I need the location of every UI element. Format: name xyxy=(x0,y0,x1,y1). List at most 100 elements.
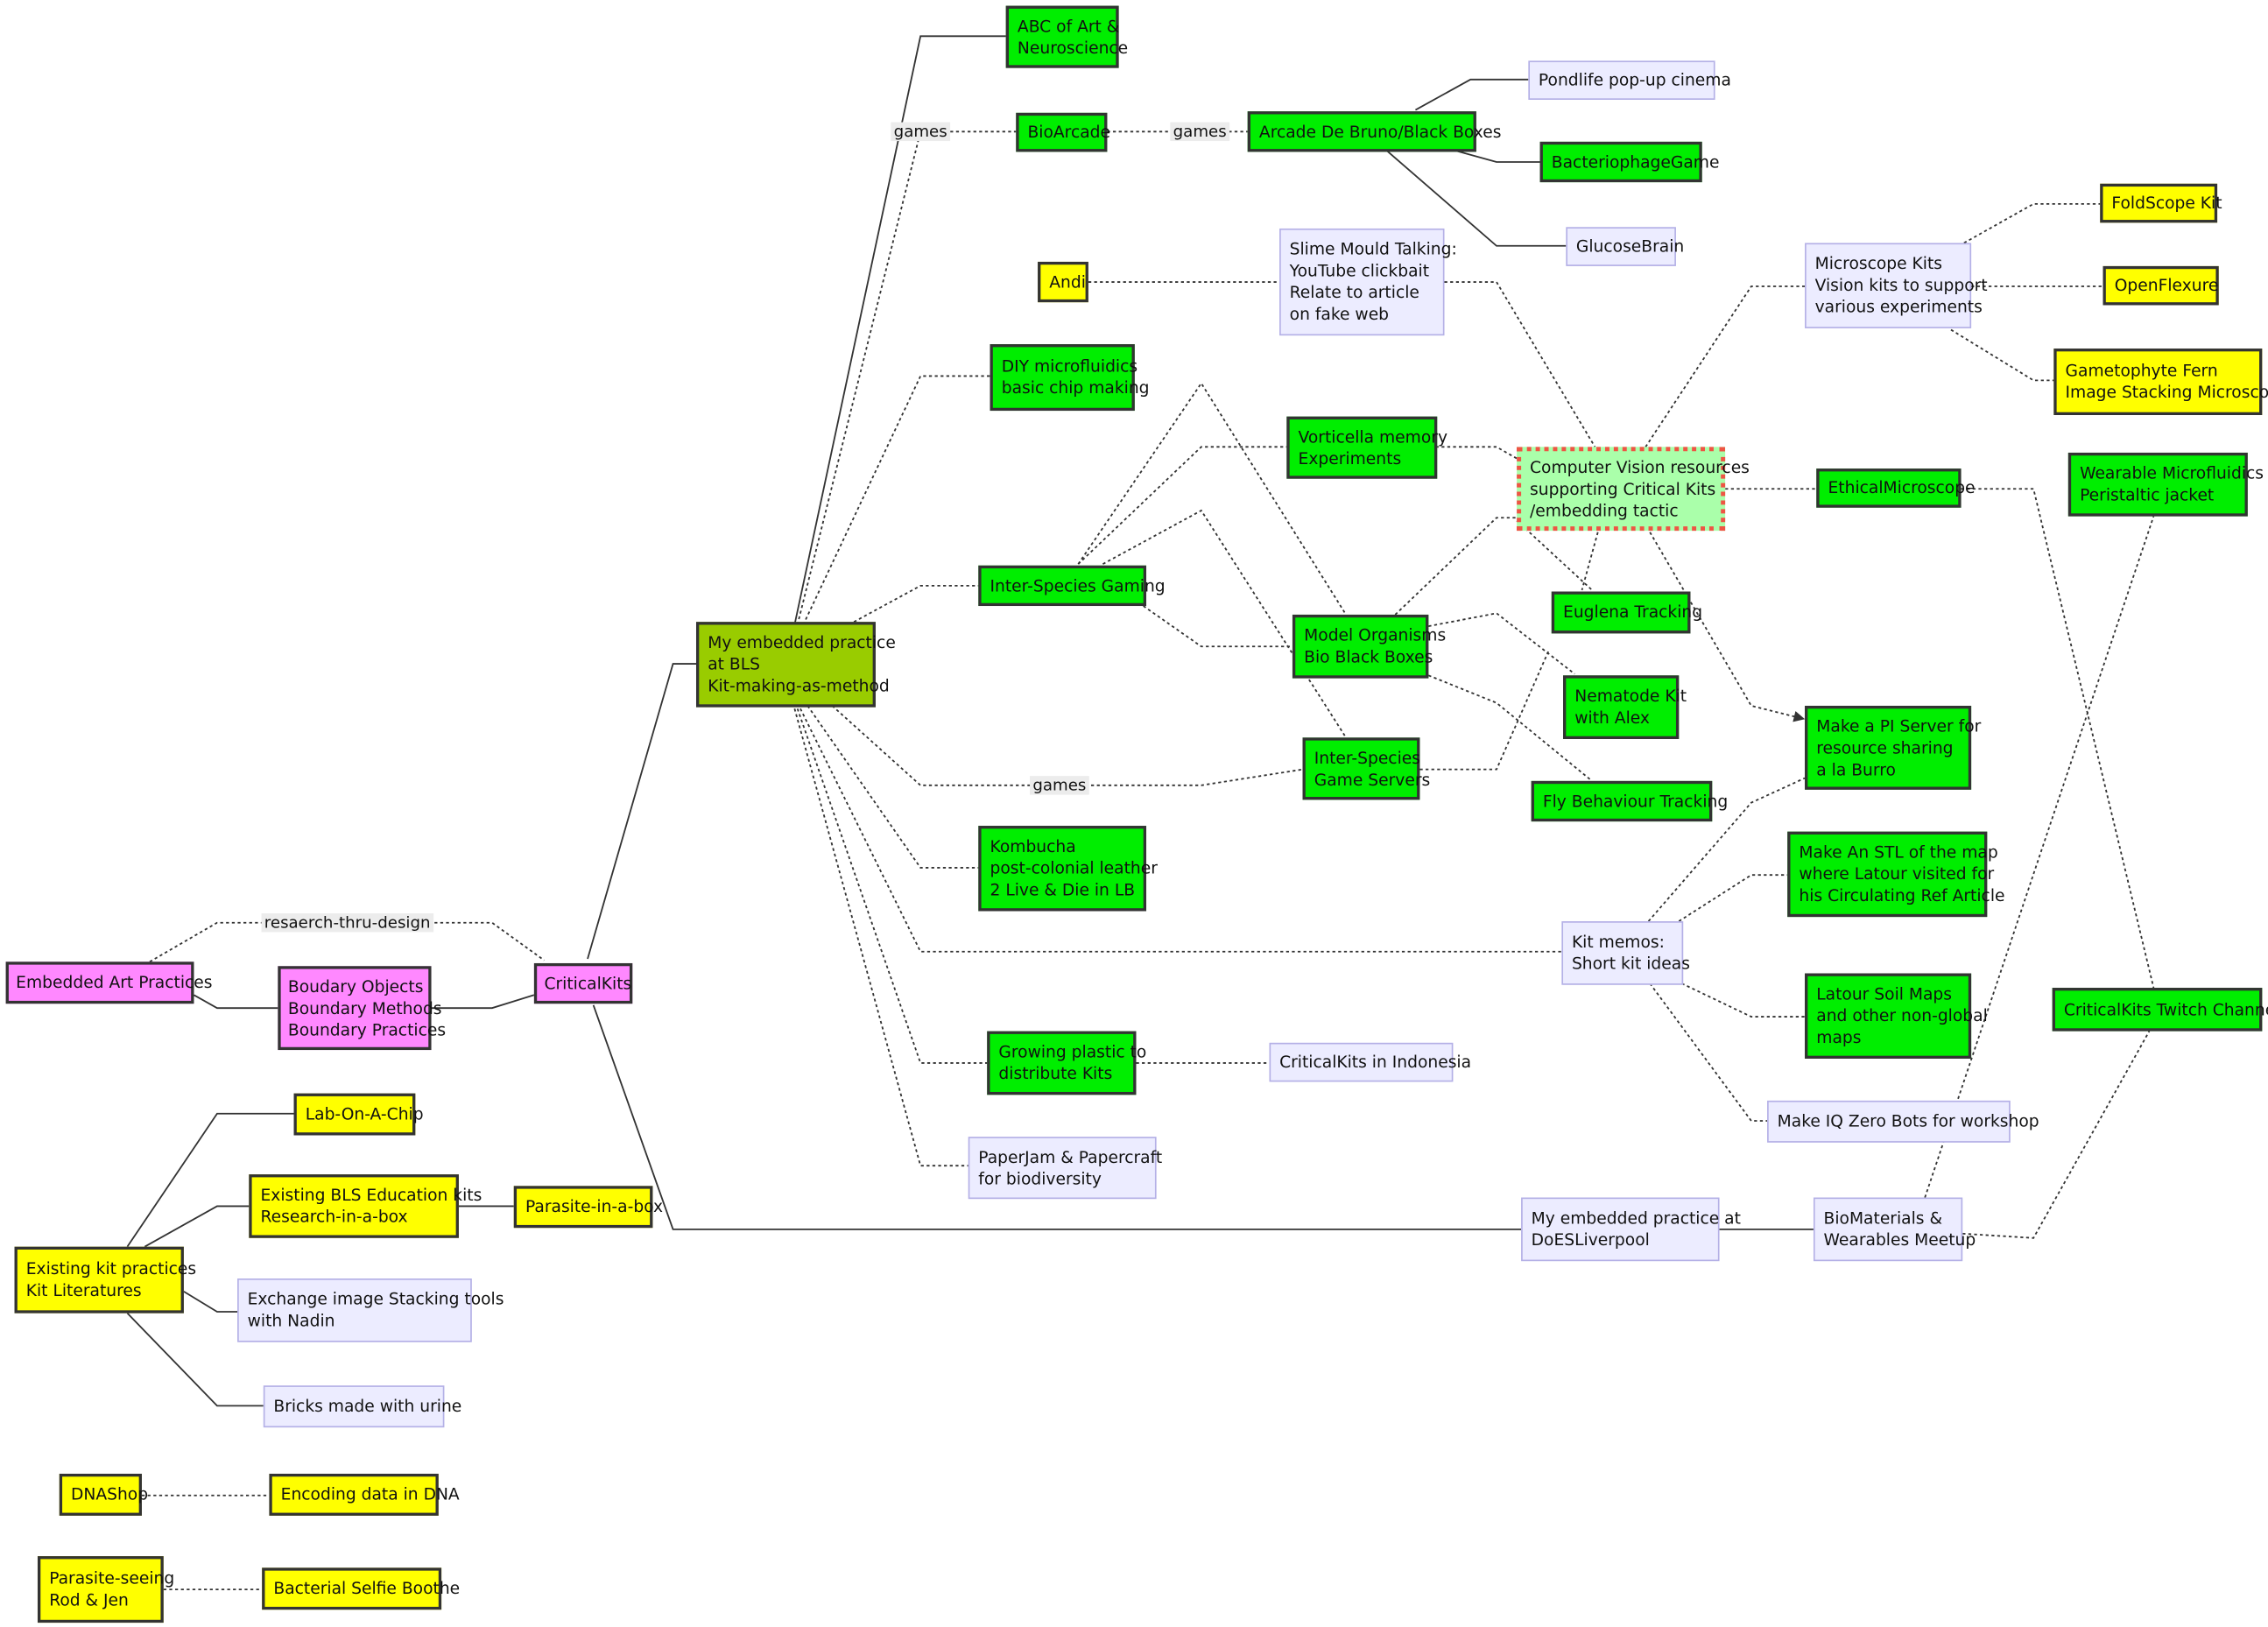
edge-vorticella-cv xyxy=(1435,446,1518,460)
edge-microscope-foldscope xyxy=(1963,202,2101,244)
node-label: Gametophyte Fern Image Stacking Microsco… xyxy=(2065,361,2268,403)
node-fern[interactable]: Gametophyte Fern Image Stacking Microsco… xyxy=(2053,349,2268,416)
node-bricks[interactable]: Bricks made with urine xyxy=(263,1385,461,1428)
node-label: Wearable Microfluidics Peristaltic jacke… xyxy=(2080,464,2264,505)
node-arcade[interactable]: Arcade De Bruno/Black Boxes xyxy=(1247,111,1501,152)
node-existing[interactable]: Existing kit practices Kit Literatures xyxy=(14,1246,196,1314)
edge-memos-stl xyxy=(1678,874,1788,922)
node-embedded-art[interactable]: Embedded Art Practices xyxy=(5,961,212,1004)
node-label: Inter-Species Gaming xyxy=(990,576,1166,595)
node-kombucha[interactable]: Kombucha post-colonial leather 2 Live & … xyxy=(978,826,1158,912)
edge-model-cv xyxy=(1394,517,1518,616)
node-pondlife[interactable]: Pondlife pop-up cinema xyxy=(1528,60,1731,100)
node-encoding[interactable]: Encoding data in DNA xyxy=(269,1473,460,1516)
node-parasite[interactable]: Parasite-in-a-box xyxy=(513,1186,663,1229)
node-label: Inter-Species Game Servers xyxy=(1314,748,1431,789)
node-isservers[interactable]: Inter-Species Game Servers xyxy=(1302,737,1430,800)
edge-arcade-bacteriophage xyxy=(1454,149,1540,163)
node-label: Model Organisms Bio Black Boxes xyxy=(1304,626,1447,667)
edge-label-games-3: games xyxy=(1030,776,1089,795)
node-ethical[interactable]: EthicalMicroscope xyxy=(1816,468,1976,508)
node-labchip[interactable]: Lab-On-A-Chip xyxy=(293,1093,424,1136)
node-parasiteseeing[interactable]: Parasite-seeing Rod & Jen xyxy=(37,1556,174,1623)
node-microscope[interactable]: Microscope Kits Vision kits to support v… xyxy=(1805,243,1988,328)
node-model[interactable]: Model Organisms Bio Black Boxes xyxy=(1292,614,1446,679)
node-iqbots[interactable]: Make IQ Zero Bots for workshop xyxy=(1767,1100,2039,1143)
node-label: CriticalKits in Indonesia xyxy=(1279,1053,1472,1072)
node-indonesia[interactable]: CriticalKits in Indonesia xyxy=(1269,1042,1471,1082)
node-memos[interactable]: Kit memos: Short kit ideas xyxy=(1561,921,1690,985)
node-plastic[interactable]: Growing plastic to distribute Kits xyxy=(987,1031,1146,1095)
node-label: Computer Vision resources supporting Cri… xyxy=(1530,457,1750,520)
node-foldscope[interactable]: FoldScope Kit xyxy=(2100,183,2222,223)
node-bioarcade[interactable]: BioArcade xyxy=(1016,112,1110,152)
edge-memos-piserver xyxy=(1647,777,1806,922)
edge-arcade-glucose xyxy=(1385,150,1567,247)
node-isgaming[interactable]: Inter-Species Gaming xyxy=(978,565,1166,607)
node-slime[interactable]: Slime Mould Talking: YouTube clickbait R… xyxy=(1279,228,1457,336)
node-label: Latour Soil Maps and other non-global ma… xyxy=(1816,984,1988,1047)
node-paperjam[interactable]: PaperJam & Papercraft for biodiversity xyxy=(968,1137,1162,1200)
node-euglena[interactable]: Euglena Tracking xyxy=(1551,591,1702,634)
node-bacteriophage[interactable]: BacteriophageGame xyxy=(1539,141,1719,183)
node-doesl[interactable]: My embedded practice at DoESLiverpool xyxy=(1521,1197,1741,1262)
edge-label-games-1: games xyxy=(891,122,951,142)
edge-existing-blsedu xyxy=(144,1205,250,1248)
node-latour[interactable]: Latour Soil Maps and other non-global ma… xyxy=(1805,973,1988,1059)
node-label: FoldScope Kit xyxy=(2111,194,2222,213)
node-cv[interactable]: Computer Vision resources supporting Cri… xyxy=(1517,447,1750,532)
node-vorticella[interactable]: Vorticella memory Experiments xyxy=(1286,416,1447,479)
edge-ethical-twitch xyxy=(1961,488,2155,989)
node-label: Encoding data in DNA xyxy=(280,1485,460,1504)
node-exchange[interactable]: Exchange image Stacking tools with Nadin xyxy=(237,1278,504,1342)
edge-criticalkits-bls xyxy=(587,663,696,960)
node-piserver[interactable]: Make a PI Server for resource sharing a … xyxy=(1805,705,1981,790)
node-twitch[interactable]: CriticalKits Twitch Channel xyxy=(2052,988,2268,1032)
node-label: CriticalKits xyxy=(544,974,632,993)
node-label: Existing BLS Education kits Research-in-… xyxy=(260,1186,482,1227)
node-label: DNAShop xyxy=(70,1485,149,1504)
node-label: Fly Behaviour Tracking xyxy=(1542,792,1729,811)
node-criticalkits[interactable]: CriticalKits xyxy=(533,962,633,1004)
node-selfie[interactable]: Bacterial Selfie Boothe xyxy=(262,1567,460,1610)
node-stl[interactable]: Make An STL of the map where Latour visi… xyxy=(1787,831,2005,918)
edge-embedded-boundary xyxy=(194,994,278,1010)
node-label: ABC of Art & Neuroscience xyxy=(1017,16,1129,58)
node-label: GlucoseBrain xyxy=(1575,236,1685,257)
node-biomat[interactable]: BioMaterials & Wearables Meetup xyxy=(1813,1197,1976,1262)
node-label: DIY microfluidics basic chip making xyxy=(1001,356,1150,398)
edge-existing-bricks xyxy=(126,1313,264,1407)
node-diy[interactable]: DIY microfluidics basic chip making xyxy=(990,344,1150,412)
node-bls[interactable]: My embedded practice at BLS Kit-making-a… xyxy=(695,622,896,708)
node-openflexure[interactable]: OpenFlexure xyxy=(2102,265,2219,306)
node-fly[interactable]: Fly Behaviour Tracking xyxy=(1531,780,1728,822)
node-glucose[interactable]: GlucoseBrain xyxy=(1566,227,1684,266)
edge-memos-latour xyxy=(1681,983,1806,1018)
edge-cv-euglena xyxy=(1516,519,1593,591)
edge-bls-paperjam xyxy=(793,708,968,1167)
node-dnashop[interactable]: DNAShop xyxy=(59,1473,148,1516)
node-label: CriticalKits Twitch Channel xyxy=(2063,1000,2268,1019)
node-label: OpenFlexure xyxy=(2114,276,2219,295)
edge-bls-isservers xyxy=(831,705,1303,786)
node-andi[interactable]: Andi xyxy=(1038,261,1088,303)
edge-isservers-cv xyxy=(1419,650,1550,771)
node-nematode[interactable]: Nematode Kit with Alex xyxy=(1563,675,1687,739)
edge-model-fly xyxy=(1427,674,1593,782)
edge-bls-bioarcade xyxy=(796,130,1017,625)
edge-biomat-twitch xyxy=(1962,1031,2151,1239)
edge-isgaming-model xyxy=(1143,605,1292,648)
edge-existing-exchange xyxy=(183,1291,238,1313)
node-label: Lab-On-A-Chip xyxy=(305,1104,424,1124)
node-label: EthicalMicroscope xyxy=(1828,478,1976,498)
edge-bls-isgaming xyxy=(853,584,979,623)
node-label: BioMaterials & Wearables Meetup xyxy=(1823,1208,1976,1250)
node-wearable[interactable]: Wearable Microfluidics Peristaltic jacke… xyxy=(2067,452,2264,517)
node-label: Boudary Objects Boundary Methods Boundar… xyxy=(287,976,447,1039)
node-boundary[interactable]: Boudary Objects Boundary Methods Boundar… xyxy=(278,966,446,1051)
node-label: Growing plastic to distribute Kits xyxy=(998,1042,1147,1084)
node-blsedu[interactable]: Existing BLS Education kits Research-in-… xyxy=(249,1174,482,1238)
node-label: Kit memos: Short kit ideas xyxy=(1571,933,1690,974)
node-abc[interactable]: ABC of Art & Neuroscience xyxy=(1005,5,1128,68)
